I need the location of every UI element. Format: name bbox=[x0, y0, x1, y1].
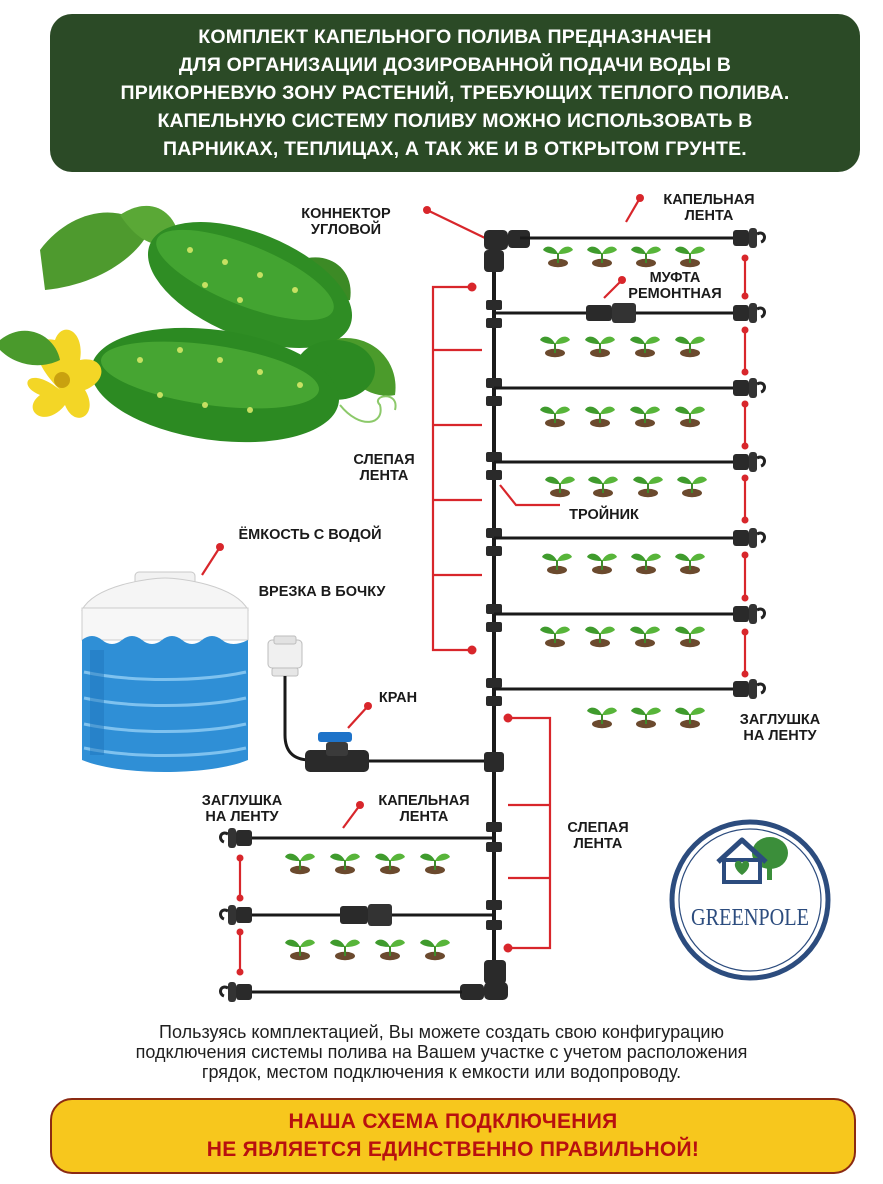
bottom-warning-banner: НАША СХЕМА ПОДКЛЮЧЕНИЯ НЕ ЯВЛЯЕТСЯ ЕДИНС… bbox=[50, 1098, 856, 1174]
repair-coupling bbox=[586, 303, 636, 323]
valve bbox=[305, 732, 486, 772]
plug-right-label: ЗАГЛУШКА НА ЛЕНТУ bbox=[739, 712, 821, 744]
top-banner-line: ПРИКОРНЕВУЮ ЗОНУ РАСТЕНИЙ, ТРЕБУЮЩИХ ТЕП… bbox=[120, 82, 790, 104]
barrel-connector bbox=[267, 635, 311, 762]
drip-tape-bottom-label: КАПЕЛЬНАЯ ЛЕНТА bbox=[378, 793, 470, 825]
tank-label: ЁМКОСТЬ С ВОДОЙ bbox=[238, 527, 382, 543]
bottom-description-line: подключения системы полива на Вашем учас… bbox=[135, 1042, 748, 1062]
tee-label: ТРОЙНИК bbox=[569, 507, 639, 523]
top-info-banner: КОМПЛЕКТ КАПЕЛЬНОГО ПОЛИВА ПРЕДНАЗНАЧЕН … bbox=[50, 14, 860, 172]
red-dots bbox=[216, 194, 749, 976]
top-banner-text: КОМПЛЕКТ КАПЕЛЬНОГО ПОЛИВА ПРЕДНАЗНАЧЕН … bbox=[121, 23, 790, 163]
house-tree-icon bbox=[716, 837, 788, 884]
left-repair-coupling bbox=[340, 904, 392, 926]
blind-tape-left-label: СЛЕПАЯ ЛЕНТА bbox=[353, 452, 415, 484]
top-banner-line: ДЛЯ ОРГАНИЗАЦИИ ДОЗИРОВАННОЙ ПОДАЧИ ВОДЫ… bbox=[178, 54, 732, 76]
bottom-description: Пользуясь комплектацией, Вы можете созда… bbox=[40, 1022, 843, 1082]
plug-left-label: ЗАГЛУШКА НА ЛЕНТУ bbox=[201, 793, 283, 825]
cucumber-illustration bbox=[0, 205, 397, 443]
valve-label: КРАН bbox=[378, 690, 418, 706]
repair-coupling-label: МУФТА РЕМОНТНАЯ bbox=[628, 270, 722, 302]
water-tank bbox=[81, 571, 249, 772]
logo-text: GREENPOLE bbox=[691, 905, 809, 931]
bottom-description-line: грядок, местом подключения к емкости или… bbox=[201, 1062, 682, 1082]
top-banner-line: КОМПЛЕКТ КАПЕЛЬНОГО ПОЛИВА ПРЕДНАЗНАЧЕН bbox=[198, 26, 712, 48]
bottom-banner-line: НЕ ЯВЛЯЕТСЯ ЕДИНСТВЕННО ПРАВИЛЬНОЙ! bbox=[206, 1138, 700, 1161]
top-banner-line: ПАРНИКАХ, ТЕПЛИЦАХ, А ТАК ЖЕ И В ОТКРЫТО… bbox=[163, 138, 747, 160]
right-plugs bbox=[731, 226, 766, 701]
bottom-banner-text: НАША СХЕМА ПОДКЛЮЧЕНИЯ НЕ ЯВЛЯЕТСЯ ЕДИНС… bbox=[207, 1108, 699, 1164]
barrel-connector-label: ВРЕЗКА В БОЧКУ bbox=[258, 584, 386, 600]
connector-label: КОННЕКТОР УГЛОВОЙ bbox=[301, 206, 391, 238]
top-banner-line: КАПЕЛЬНУЮ СИСТЕМУ ПОЛИВУ МОЖНО ИСПОЛЬЗОВ… bbox=[157, 110, 753, 132]
bottom-banner-line: НАША СХЕМА ПОДКЛЮЧЕНИЯ bbox=[288, 1110, 618, 1133]
main-pipe bbox=[460, 230, 530, 1000]
greenpole-logo: GREENPOLE bbox=[669, 819, 831, 981]
right-drip-lines bbox=[494, 236, 735, 691]
blind-tape-right-label: СЛЕПАЯ ЛЕНТА bbox=[567, 820, 629, 852]
drip-tape-top-label: КАПЕЛЬНАЯ ЛЕНТА bbox=[663, 192, 755, 224]
left-plugs bbox=[219, 826, 254, 1004]
bottom-description-line: Пользуясь комплектацией, Вы можете созда… bbox=[159, 1022, 724, 1042]
